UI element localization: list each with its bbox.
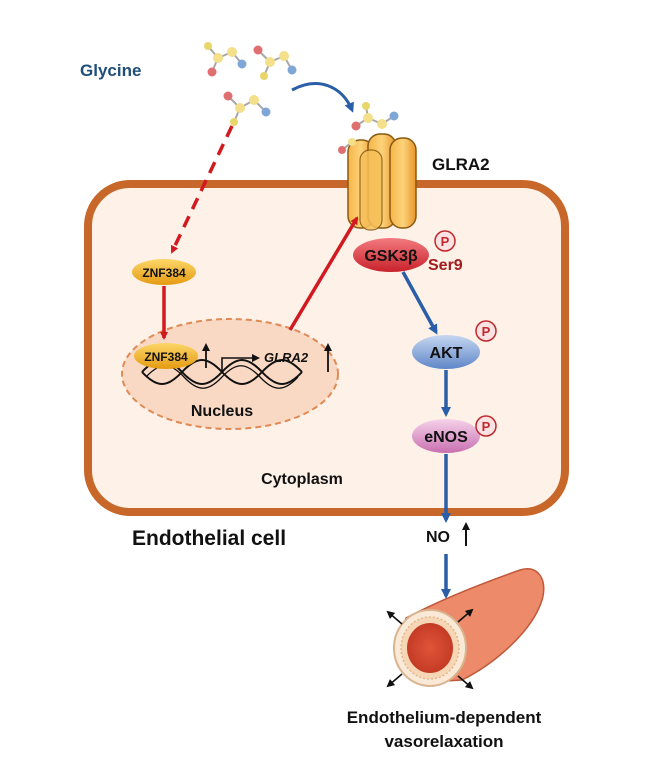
glycine-binding-arrow (291, 82, 354, 113)
znf384-nucleus-node (134, 343, 198, 369)
glra2-label: GLRA2 (432, 155, 490, 174)
outcome-label-line2: vasorelaxation (384, 732, 503, 751)
gsk3b-label: GSK3β (364, 248, 418, 265)
glycine-molecule-icon (204, 42, 247, 77)
enos-label: eNOS (424, 429, 468, 446)
endothelial-cell-label: Endothelial cell (132, 527, 286, 550)
glycine-to-znf384-arrow (170, 125, 234, 254)
gsk3b-to-akt-arrow (401, 271, 438, 335)
outcome-label-line1: Endothelium-dependent (347, 708, 542, 727)
glycine-molecule-icon (253, 45, 297, 80)
glycine-label: Glycine (80, 61, 141, 80)
glycine-molecule-icon (223, 91, 271, 126)
znf384-nucleus-label: ZNF384 (144, 350, 188, 364)
nucleus-label: Nucleus (191, 403, 253, 420)
blood-vessel-icon (393, 568, 545, 687)
gsk3b-phospho-badge (434, 230, 456, 252)
akt-node (412, 335, 480, 369)
znf384-cytoplasm-node (132, 259, 196, 285)
glra2-receptor-icon (347, 133, 417, 231)
enos-phospho-badge (475, 415, 497, 437)
gsk3b-node (353, 238, 429, 272)
cytoplasm-label: Cytoplasm (261, 471, 343, 488)
dilation-arrows-icon (386, 608, 474, 690)
akt-phospho-label: P (482, 324, 491, 339)
znf384-cytoplasm-label: ZNF384 (142, 266, 186, 280)
glra2-gene-label: GLRA2 (264, 350, 309, 365)
akt-label: AKT (430, 345, 463, 362)
enos-node (412, 419, 480, 453)
glra2-expression-arrow (288, 216, 359, 331)
ser9-label: Ser9 (428, 257, 463, 274)
no-label: NO (426, 529, 450, 546)
gsk3b-phospho-label: P (441, 234, 450, 249)
transcription-arrow (221, 354, 260, 372)
enos-phospho-label: P (482, 419, 491, 434)
bound-glycine-icon (338, 102, 399, 154)
akt-phospho-badge (475, 320, 497, 342)
